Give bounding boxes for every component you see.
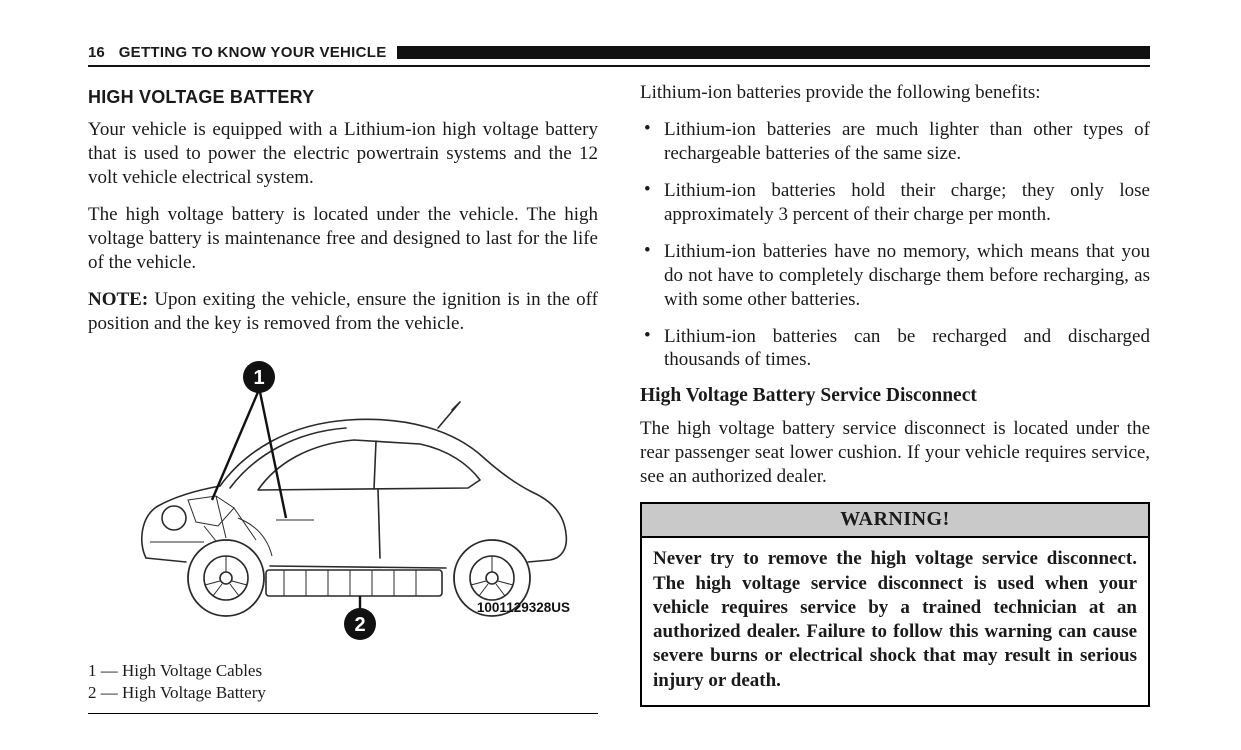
list-item-text: Lithium-ion batteries hold their charge;… <box>664 179 1150 225</box>
paragraph: The high voltage battery service disconn… <box>640 418 1150 488</box>
figure-legend: 1 — High Voltage Cables 2 — High Voltage… <box>88 660 598 706</box>
list-item-text: Lithium-ion batteries have no memory, wh… <box>664 240 1150 310</box>
bullet-icon: • <box>644 117 651 139</box>
left-column: HIGH VOLTAGE BATTERY Your vehicle is equ… <box>88 81 598 715</box>
warning-body-text: Never try to remove the high voltage ser… <box>653 548 1137 691</box>
bullet-icon: • <box>644 178 651 200</box>
warning-title: WARNING! <box>642 504 1148 539</box>
note-label: NOTE: <box>88 288 149 310</box>
note-text: Upon exiting the vehicle, ensure the ign… <box>88 288 598 334</box>
list-item: • Lithium-ion batteries have no memory, w… <box>640 240 1150 312</box>
note-paragraph: NOTE: Upon exiting the vehicle, ensure t… <box>88 288 598 336</box>
list-item-text: Lithium-ion batteries are much lighter t… <box>664 118 1150 164</box>
benefits-intro: Lithium-ion batteries provide the follow… <box>640 82 1041 103</box>
two-column-layout: HIGH VOLTAGE BATTERY Your vehicle is equ… <box>88 81 1150 715</box>
list-item-text: Lithium-ion batteries can be recharged a… <box>664 325 1150 371</box>
legend-item-2: 2 — High Voltage Battery <box>88 683 266 703</box>
legend-item-1: 1 — High Voltage Cables <box>88 660 263 680</box>
bullet-icon: • <box>644 239 651 261</box>
column-divider-rule <box>88 713 598 715</box>
vehicle-illustration: 1 2 1001129328US <box>140 360 570 640</box>
benefits-list: • Lithium-ion batteries are much lighter … <box>640 118 1150 372</box>
figure-code: 1001129328US <box>477 600 570 615</box>
paragraph: Your vehicle is equipped with a Lithium-… <box>88 119 598 188</box>
chapter-title: GETTING TO KNOW YOUR VEHICLE <box>118 44 387 61</box>
subsection-heading: High Voltage Battery Service Disconnect <box>640 385 977 407</box>
header-bar <box>396 45 1150 59</box>
list-item: • Lithium-ion batteries are much lighter … <box>640 118 1150 166</box>
callout-2-number: 2 <box>354 614 365 636</box>
right-column: Lithium-ion batteries provide the follow… <box>640 81 1150 714</box>
callout-1-marker: 1 <box>210 360 288 518</box>
warning-box: WARNING! Never try to remove the high vo… <box>640 502 1150 708</box>
page-number: 16 <box>88 44 105 61</box>
bullet-icon: • <box>644 324 651 346</box>
paragraph: The high voltage battery is located unde… <box>88 203 598 273</box>
list-item: • Lithium-ion batteries can be recharged … <box>640 325 1150 373</box>
vehicle-figure: 1 2 1001129328US <box>88 350 598 646</box>
callout-1-number: 1 <box>253 367 264 389</box>
callout-2-marker: 2 <box>344 595 376 640</box>
page-header: 16 GETTING TO KNOW YOUR VEHICLE <box>88 44 1150 67</box>
section-heading: HIGH VOLTAGE BATTERY <box>88 87 315 107</box>
list-item: • Lithium-ion batteries hold their charge… <box>640 179 1150 227</box>
